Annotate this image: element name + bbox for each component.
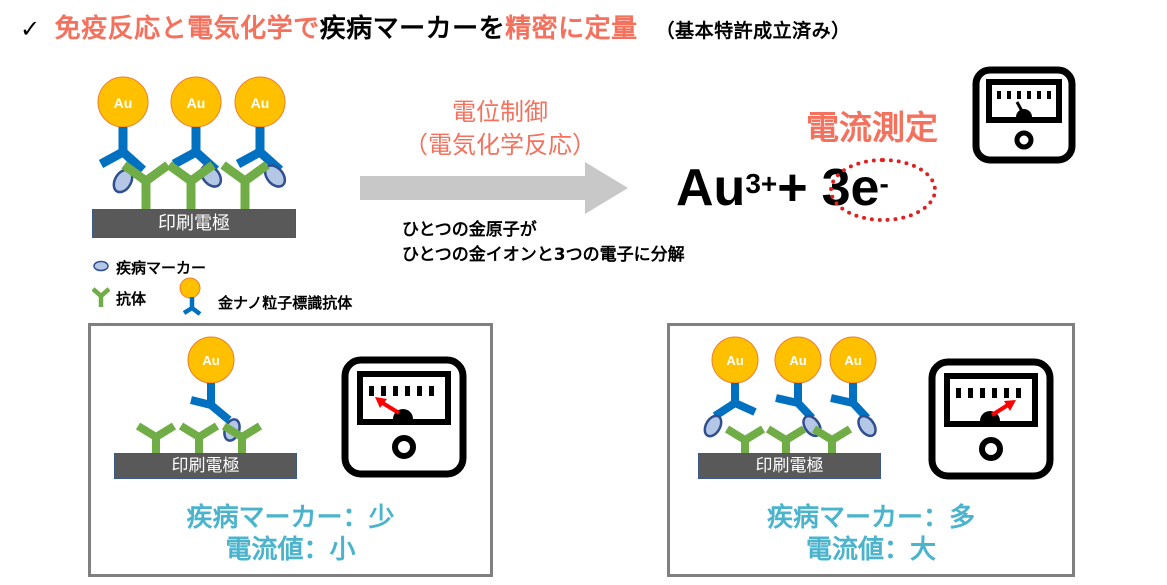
ammeter-low-icon bbox=[341, 356, 467, 478]
marker-legend-icon bbox=[93, 260, 109, 272]
gold-label: Au bbox=[202, 353, 219, 368]
caption-line-1: ひとつの金原子が bbox=[402, 220, 537, 240]
gold-label: Au bbox=[844, 353, 861, 368]
antibody-icon bbox=[169, 165, 213, 209]
gold-antibody-icon bbox=[171, 77, 221, 170]
ion-charge: 3+ bbox=[745, 168, 778, 199]
marker-amount: 疾病マーカー：多 bbox=[766, 503, 975, 533]
antibody-icon bbox=[223, 165, 267, 209]
gold-label: Au bbox=[726, 353, 743, 368]
caption-line-2: ひとつの金イオンと3つの電子に分解 bbox=[402, 245, 685, 265]
panel-sandwich-diagram: Au Au Au bbox=[703, 336, 877, 458]
gold-antibody-icon bbox=[711, 336, 759, 420]
ion-symbol: Au bbox=[676, 159, 746, 217]
title-accent-1: 免疫反応と電気化学で bbox=[54, 14, 320, 44]
legend-marker-label: 疾病マーカー bbox=[116, 259, 207, 277]
process-arrow bbox=[360, 162, 628, 214]
title-accent-2: 精密に定量 bbox=[505, 14, 638, 44]
needle-low bbox=[379, 400, 401, 415]
current-value: 電流値：小 bbox=[225, 535, 356, 565]
gold-label: Au bbox=[114, 95, 133, 111]
electron-highlight bbox=[829, 158, 937, 222]
marker-icon bbox=[857, 414, 877, 438]
gold-label: Au bbox=[789, 353, 806, 368]
electrode: 印刷電極 bbox=[114, 453, 297, 479]
gold-antibody-legend-icon bbox=[179, 277, 202, 316]
gold-antibody-icon bbox=[98, 77, 148, 170]
ammeter-icon bbox=[972, 66, 1076, 164]
title-mid: 疾病マーカーを bbox=[319, 14, 506, 44]
ammeter-high-icon bbox=[928, 358, 1054, 480]
step-line-2: （電気化学反応） bbox=[404, 131, 596, 159]
check-icon: ✓ bbox=[20, 15, 41, 43]
step-line-1: 電位制御 bbox=[452, 98, 548, 126]
marker-icon bbox=[703, 414, 723, 438]
needle-high bbox=[990, 403, 1010, 417]
current-value: 電流値：大 bbox=[805, 535, 936, 565]
gold-antibody-icon bbox=[829, 336, 877, 421]
measurement-label: 電流測定 bbox=[806, 108, 938, 147]
page-title: ✓ 免疫反応と電気化学で疾病マーカーを精密に定量 （基本特許成立済み） bbox=[20, 8, 851, 45]
gold-antibody-icon bbox=[774, 336, 822, 421]
marker-amount: 疾病マーカー：少 bbox=[186, 503, 395, 533]
result-text-low: 疾病マーカー：少 電流値：小 bbox=[91, 502, 490, 566]
electrode: 印刷電極 bbox=[92, 209, 296, 238]
panel-sandwich-diagram: Au bbox=[135, 336, 263, 458]
gold-label: Au bbox=[251, 95, 270, 111]
plus-sign: + bbox=[777, 159, 808, 217]
process-caption: ひとつの金原子が ひとつの金イオンと3つの電子に分解 bbox=[402, 218, 685, 268]
gold-antibody-icon bbox=[235, 77, 285, 170]
gold-label: Au bbox=[187, 95, 206, 111]
labeled-antibody-icon bbox=[190, 383, 232, 424]
legend-antibody-label: 抗体 bbox=[116, 290, 147, 308]
step-label: 電位制御 （電気化学反応） bbox=[370, 96, 630, 162]
antibody-icon bbox=[124, 165, 168, 209]
electrode: 印刷電極 bbox=[698, 453, 881, 479]
legend-labeled-antibody-label: 金ナノ粒子標識抗体 bbox=[218, 294, 353, 312]
result-panel-high: Au Au Au 印刷電極 疾病マーカー：多 電流値：大 bbox=[667, 323, 1075, 577]
title-note: （基本特許成立済み） bbox=[655, 20, 851, 42]
top-sandwich-diagram: Au Au Au bbox=[85, 75, 315, 245]
legend: 疾病マーカー 抗体 金ナノ粒子標識抗体 bbox=[92, 255, 412, 316]
result-text-high: 疾病マーカー：多 電流値：大 bbox=[670, 502, 1072, 566]
antibody-legend-icon bbox=[92, 287, 110, 307]
result-panel-low: Au 印刷電極 疾病マーカー：少 電流値：小 bbox=[88, 323, 493, 577]
